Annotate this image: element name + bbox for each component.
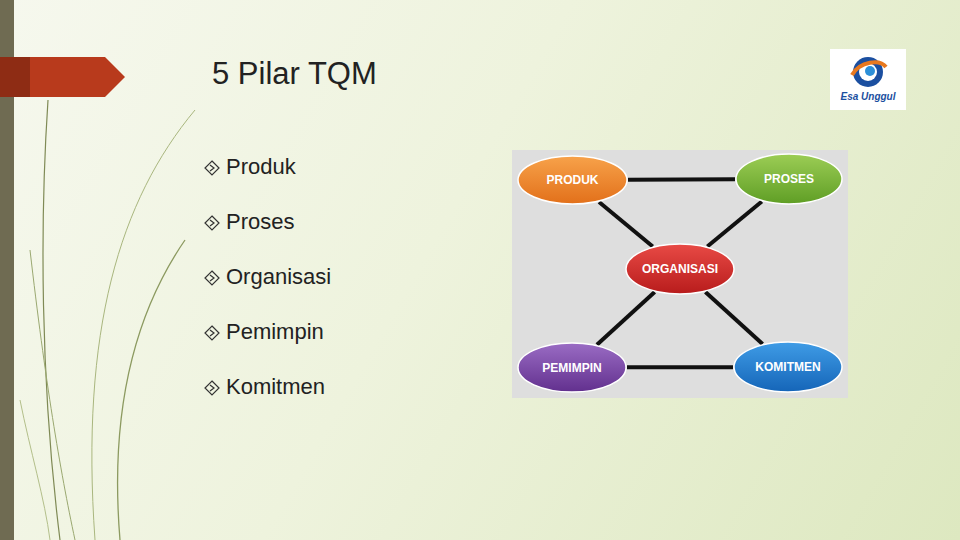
connector-line [597, 292, 655, 345]
pillar-ellipse: ORGANISASI [625, 243, 735, 295]
pillar-ellipse: PRODUK [517, 155, 628, 205]
pillar-label: KOMITMEN [749, 360, 826, 374]
slide-title: 5 Pilar TQM [212, 56, 377, 92]
deco-line [30, 250, 75, 540]
bullet-icon [204, 380, 220, 396]
deco-line [20, 400, 50, 540]
title-tab [0, 57, 125, 97]
pillar-label: PEMIMPIN [536, 361, 607, 375]
bullet-icon [204, 270, 220, 286]
pillar-label: ORGANISASI [636, 262, 724, 276]
bullet-text: Pemimpin [226, 319, 324, 345]
pillar-ellipse: PEMIMPIN [517, 342, 627, 393]
title-tab-shade [0, 57, 30, 97]
bullet-text: Proses [226, 209, 294, 235]
logo-dot [865, 66, 875, 76]
pillar-label: PROSES [758, 172, 820, 186]
bullet-icon [204, 215, 220, 231]
logo: Esa Unggul [830, 49, 906, 110]
bullet-text: Produk [226, 154, 296, 180]
logo-swoosh [852, 62, 886, 75]
connector-line [705, 292, 762, 344]
logo-text: Esa Unggul [830, 91, 906, 102]
bullet-icon [204, 325, 220, 341]
pillar-ellipse: KOMITMEN [733, 341, 843, 393]
connector-line [599, 202, 653, 246]
deco-line [43, 100, 60, 540]
pillar-ellipse: PROSES [735, 153, 843, 205]
bullet-icon [204, 160, 220, 176]
deco-line [118, 240, 185, 540]
connector-line [707, 201, 761, 246]
deco-line [92, 110, 195, 540]
bullet-text: Komitmen [226, 374, 325, 400]
diagram-panel: PRODUK PROSES ORGANISASI PEMIMPIN KOMITMEN [512, 150, 848, 398]
connector-line [628, 177, 735, 181]
connector-line [627, 365, 733, 369]
pillar-label: PRODUK [540, 173, 604, 187]
bullet-text: Organisasi [226, 264, 331, 290]
logo-mark [830, 49, 906, 93]
